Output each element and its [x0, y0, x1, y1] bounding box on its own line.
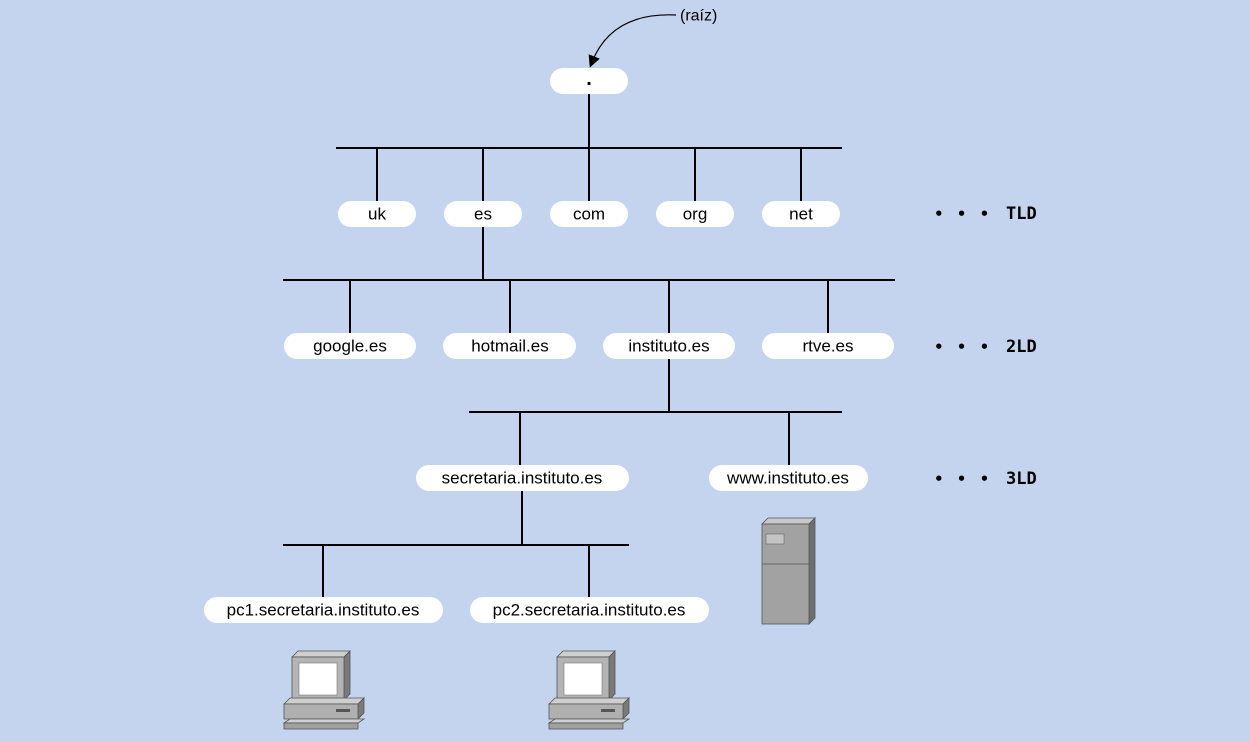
third-node-www: www.instituto.es — [709, 465, 868, 491]
host-node-pc1: pc1.secretaria.instituto.es — [204, 597, 443, 623]
root-node-pill — [550, 68, 628, 94]
third-node-secretaria: secretaria.instituto.es — [416, 465, 629, 491]
third-level: secretaria.instituto.es www.instituto.es… — [416, 465, 1037, 491]
root-node-label: . — [586, 68, 592, 90]
tld-node-org: org — [656, 201, 734, 227]
tld-node-com: com — [550, 201, 628, 227]
sld-node-rtve: rtve.es — [762, 333, 894, 359]
tld-level-label: TLD — [1006, 204, 1037, 224]
node-label: google.es — [313, 337, 387, 356]
node-pill — [444, 201, 522, 227]
host-node-pc2: pc2.secretaria.instituto.es — [470, 597, 709, 623]
node-label: hotmail.es — [471, 337, 548, 356]
connectors-root-tld — [336, 94, 842, 201]
node-pill — [762, 201, 840, 227]
node-pill — [603, 333, 735, 359]
node-pill — [470, 597, 709, 623]
sld-level-label: 2LD — [1006, 337, 1037, 357]
computer-icon — [547, 650, 631, 730]
node-label: uk — [368, 205, 386, 224]
node-label: secretaria.instituto.es — [442, 469, 603, 488]
node-pill — [443, 333, 576, 359]
root-node: . — [550, 68, 628, 94]
tld-node-net: net — [762, 201, 840, 227]
node-label: net — [789, 205, 813, 224]
root-annotation: (raíz) — [588, 8, 717, 68]
node-pill — [416, 465, 629, 491]
node-pill — [338, 201, 416, 227]
node-pill — [709, 465, 868, 491]
root-arrow — [588, 14, 677, 68]
node-label: es — [474, 205, 492, 224]
node-pill — [656, 201, 734, 227]
third-ellipsis: • • • — [934, 470, 993, 488]
computer-icon — [282, 650, 366, 730]
tld-ellipsis: • • • — [934, 205, 993, 223]
node-label: rtve.es — [802, 337, 853, 356]
server-icon — [761, 517, 816, 625]
connectors-2ld-3ld — [469, 359, 842, 465]
node-label: pc2.secretaria.instituto.es — [493, 601, 686, 620]
node-label: com — [573, 205, 605, 224]
connectors-3ld-hosts — [283, 491, 629, 597]
sld-node-instituto: instituto.es — [603, 333, 735, 359]
node-pill — [762, 333, 894, 359]
node-label: org — [683, 205, 708, 224]
root-annotation-label: (raíz) — [680, 8, 717, 25]
connectors-tld-2ld — [283, 227, 895, 333]
sld-node-google: google.es — [284, 333, 416, 359]
tld-level: uk es com org net • • • TLD — [338, 201, 1037, 227]
sld-level: google.es hotmail.es instituto.es rtve.e… — [284, 333, 1037, 359]
node-pill — [550, 201, 628, 227]
host-level: pc1.secretaria.instituto.es pc2.secretar… — [204, 597, 709, 623]
third-level-label: 3LD — [1006, 469, 1037, 489]
node-label: pc1.secretaria.instituto.es — [227, 601, 420, 620]
node-pill — [204, 597, 443, 623]
tld-node-es: es — [444, 201, 522, 227]
node-label: instituto.es — [628, 337, 709, 356]
sld-ellipsis: • • • — [934, 338, 993, 356]
node-pill — [284, 333, 416, 359]
sld-node-hotmail: hotmail.es — [443, 333, 576, 359]
tld-node-uk: uk — [338, 201, 416, 227]
node-label: www.instituto.es — [726, 469, 849, 488]
